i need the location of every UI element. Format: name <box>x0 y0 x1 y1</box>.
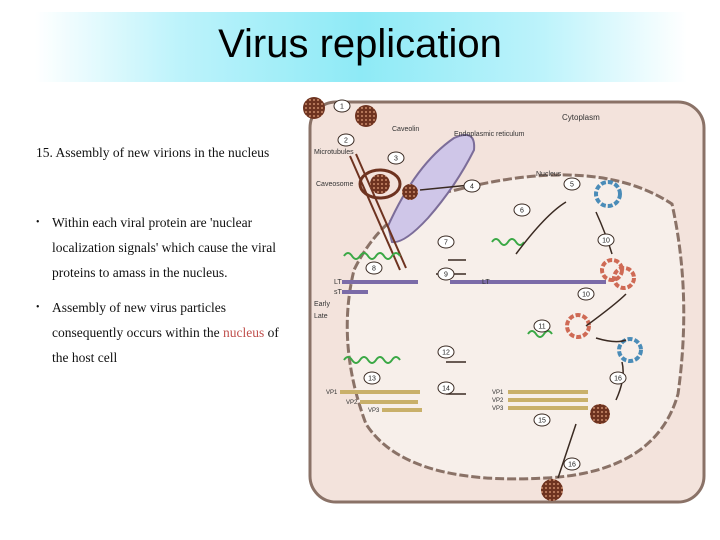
bullet-list: • Within each viral protein are 'nuclear… <box>36 210 296 380</box>
microtubule <box>349 155 401 271</box>
early-gene-bar <box>342 290 368 294</box>
label-vp2-left: VP2 <box>346 400 358 406</box>
bullet-marker: • <box>36 302 40 313</box>
step-marker <box>513 203 531 217</box>
step-number: 13 <box>368 376 376 383</box>
label-early: Early <box>314 301 330 308</box>
step-marker <box>387 151 405 165</box>
step-marker <box>597 233 615 247</box>
microtubule <box>355 153 407 269</box>
early-gene-bar <box>450 280 496 284</box>
step-number: 5 <box>570 182 574 189</box>
step-marker <box>463 179 481 193</box>
bullet-text: Within each viral protein are 'nuclear l… <box>52 215 276 280</box>
step-number: 7 <box>444 240 448 247</box>
late-gene-bar <box>340 390 420 394</box>
virion-icon <box>303 97 325 119</box>
step-number: 10 <box>582 292 590 299</box>
virion-icon <box>590 404 610 424</box>
capsid-icon <box>565 313 591 339</box>
bullet-item: • Assembly of new virus particles conseq… <box>36 295 296 370</box>
step-marker <box>533 319 551 333</box>
label-er: Endoplasmic reticulum <box>454 131 525 138</box>
rna-icon <box>491 238 525 246</box>
step-number: 1 <box>340 104 344 111</box>
step-marker <box>533 413 551 427</box>
virion-icon <box>541 479 563 501</box>
label-late: Late <box>314 313 328 320</box>
capsid-icon <box>594 180 622 208</box>
rna-icon <box>343 252 401 260</box>
late-gene-bar <box>508 398 588 402</box>
step-number: 16 <box>568 462 576 469</box>
late-gene-bar <box>508 406 588 410</box>
highlight-word: nucleus <box>222 325 265 340</box>
late-gene-bar <box>360 400 418 404</box>
step-marker <box>363 371 381 385</box>
label-caveosome: Caveosome <box>316 181 353 188</box>
step-marker <box>609 371 627 385</box>
caveosome <box>358 168 402 200</box>
step-number: 2 <box>344 138 348 145</box>
step-number: 15 <box>538 418 546 425</box>
rna-icon <box>343 356 401 364</box>
bullet-text: Assembly of new virus particles conseque… <box>52 300 226 340</box>
label-cytoplasm: Cytoplasm <box>562 113 600 122</box>
step-marker <box>437 381 455 395</box>
label-vp1-left: VP1 <box>326 390 338 396</box>
step-marker <box>437 235 455 249</box>
bullet-text-tail: of the host cell <box>52 325 279 365</box>
label-lt-gene: LT <box>482 279 490 286</box>
late-gene-bar <box>382 408 422 412</box>
step-number: 9 <box>444 272 448 279</box>
label-lt: LT <box>334 279 342 286</box>
slide-heading: 15. Assembly of new virions in the nucle… <box>36 144 276 161</box>
virion-icon <box>355 105 377 127</box>
slide-title: Virus replication <box>218 22 502 66</box>
heading-text: Assembly of new virions in the nucleus <box>55 145 270 160</box>
step-marker <box>577 287 595 301</box>
step-number: 14 <box>442 386 450 393</box>
step-number: 12 <box>442 350 450 357</box>
label-microtubules: Microtubules <box>314 149 354 156</box>
label-vp1-right: VP1 <box>492 390 504 396</box>
capsid-icon <box>617 337 643 363</box>
step-marker <box>563 177 581 191</box>
rna-icon <box>527 330 553 338</box>
label-vp2-right: VP2 <box>492 398 504 404</box>
early-gene-bar <box>342 280 418 284</box>
label-nucleus: Nucleus <box>536 171 562 178</box>
capsid-icon <box>612 266 636 290</box>
step-number: 6 <box>520 208 524 215</box>
virus-replication-diagram: Caveolin Endoplasmic reticulum Cytoplasm… <box>303 97 706 504</box>
step-marker <box>365 261 383 275</box>
step-marker <box>337 133 355 147</box>
late-gene-bar <box>508 390 588 394</box>
bullet-item: • Within each viral protein are 'nuclear… <box>36 210 296 285</box>
label-caveolin: Caveolin <box>392 126 419 133</box>
step-marker <box>437 345 455 359</box>
bullet-marker: • <box>36 217 40 228</box>
virion-icon <box>402 184 418 200</box>
step-marker <box>333 99 351 113</box>
nucleus <box>345 173 686 481</box>
step-number: 10 <box>602 238 610 245</box>
heading-number: 15. <box>36 145 53 160</box>
step-number: 8 <box>372 266 376 273</box>
step-number: 16 <box>614 376 622 383</box>
title-band <box>35 12 687 82</box>
label-st: sT <box>334 289 343 296</box>
step-number: 4 <box>470 184 474 191</box>
virion-icon <box>370 174 390 194</box>
step-marker <box>437 267 455 281</box>
step-number: 11 <box>538 324 545 331</box>
label-vp3-left: VP3 <box>368 408 380 414</box>
early-gene-bar <box>496 280 606 284</box>
label-vp3-right: VP3 <box>492 406 504 412</box>
step-marker <box>563 457 581 471</box>
step-number: 3 <box>394 156 398 163</box>
